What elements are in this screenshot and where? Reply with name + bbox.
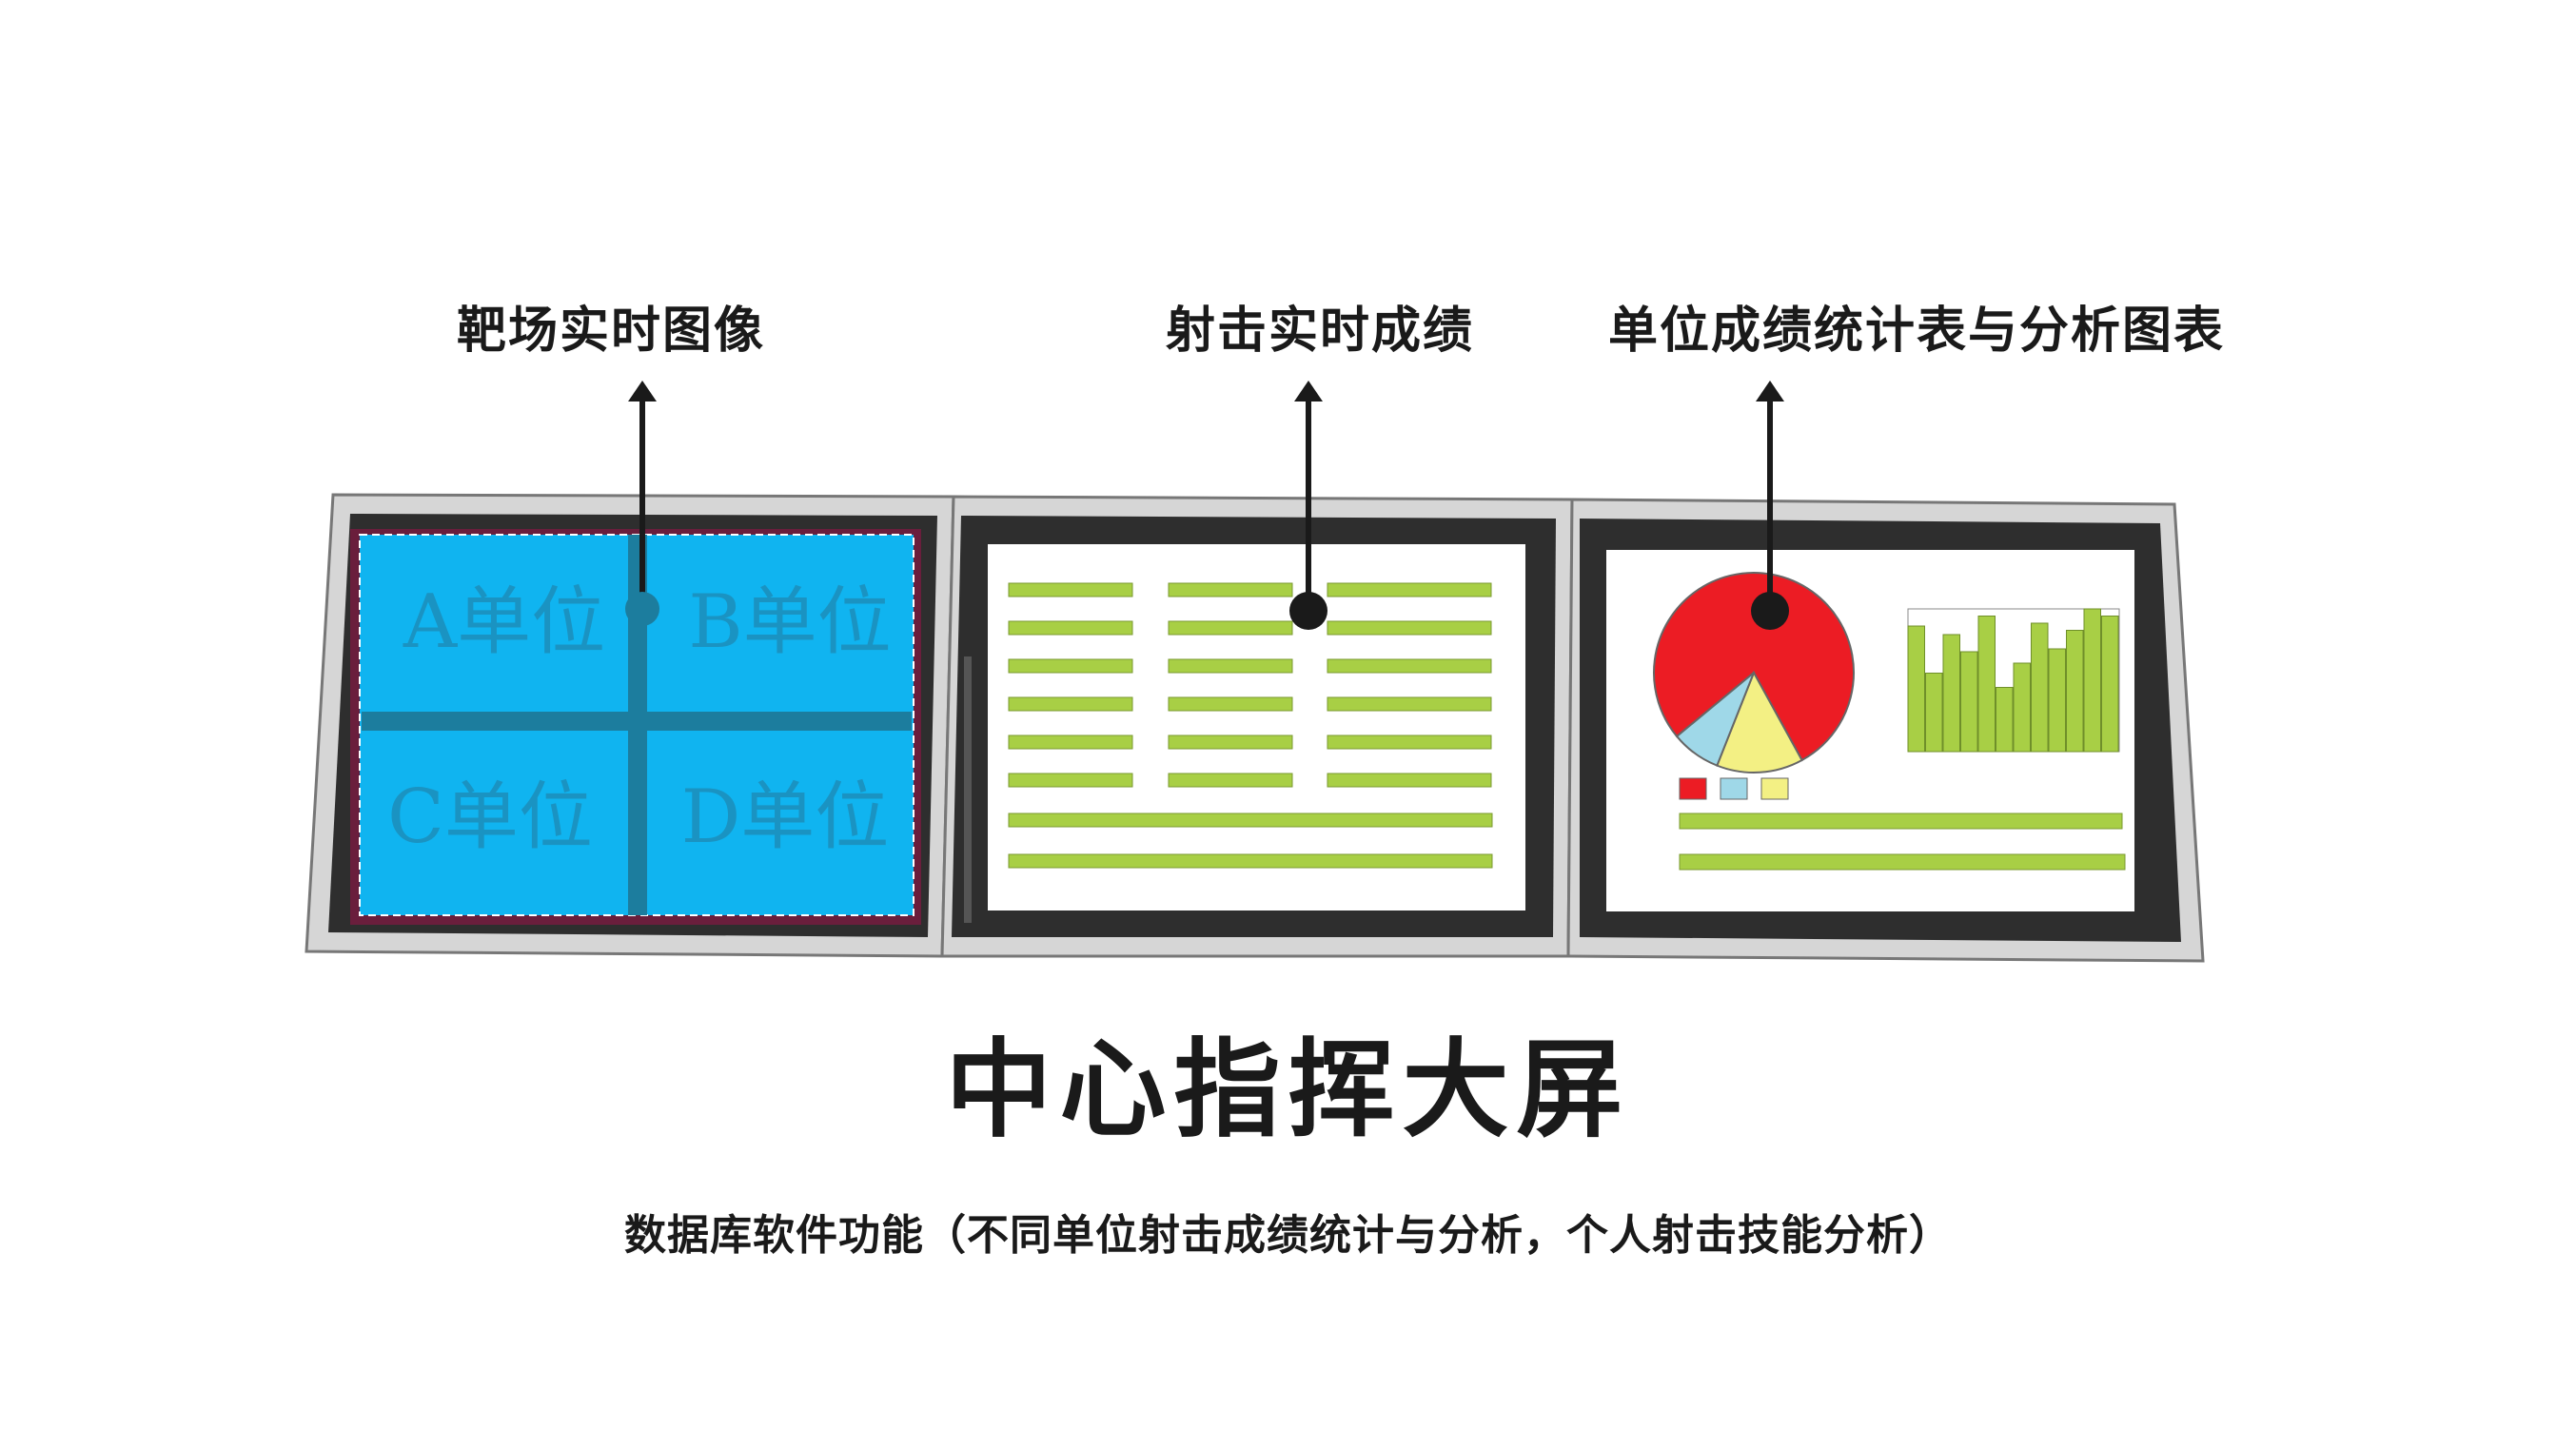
bar-8 <box>2031 622 2049 753</box>
score-rows <box>1008 582 1493 869</box>
unit-a-label: A单位 <box>403 579 605 665</box>
score-row-bar <box>1008 658 1133 674</box>
bar-5 <box>1977 616 1996 753</box>
legend-swatch-blue <box>1720 777 1748 800</box>
bar-11 <box>2083 608 2101 753</box>
score-row-bar <box>1168 620 1293 636</box>
pie-slice <box>1675 672 1755 767</box>
score-row-bar <box>1327 620 1492 636</box>
bar-7 <box>2013 662 2031 753</box>
score-row-bar <box>1327 734 1492 750</box>
score-row-bar <box>1168 582 1293 597</box>
pie-chart <box>1653 572 1855 773</box>
callout-live-scores: 射击实时成绩 <box>1166 303 1475 360</box>
score-row-bar <box>1008 620 1133 636</box>
score-row-bar <box>1168 696 1293 712</box>
left-callout-arrow <box>625 381 659 626</box>
legend-swatch-red <box>1679 777 1707 800</box>
callout-range-live-image: 靶场实时图像 <box>457 303 766 360</box>
bar-12 <box>2101 616 2119 753</box>
bar-3 <box>1942 634 1960 753</box>
bar-4 <box>1960 651 1978 753</box>
bar-6 <box>1996 687 2014 753</box>
score-row-bar <box>1168 658 1293 674</box>
score-row-bar <box>1008 696 1133 712</box>
score-row-bar <box>1008 773 1133 788</box>
unit-d-label: D单位 <box>681 774 890 860</box>
score-row-bar <box>1008 813 1493 828</box>
bar-9 <box>2048 648 2066 753</box>
score-row-bar <box>1327 582 1492 597</box>
score-row-bar <box>1327 658 1492 674</box>
page-title: 中心指挥大屏 <box>945 1028 1631 1152</box>
callout-unit-statistics: 单位成绩统计表与分析图表 <box>1608 303 2226 360</box>
score-row-bar <box>1168 734 1293 750</box>
pie-slice <box>1716 670 1803 773</box>
bar-2 <box>1925 673 1943 753</box>
score-row-bar <box>1008 853 1493 869</box>
score-row-bar <box>1008 582 1133 597</box>
middle-callout-arrow <box>1289 381 1327 630</box>
middle-cable <box>964 656 972 923</box>
stats-summary-line-1 <box>1679 813 2123 830</box>
score-row-bar <box>1327 696 1492 712</box>
bar-10 <box>2066 630 2084 753</box>
score-row-bar <box>1008 734 1133 750</box>
score-row-bar <box>1327 773 1492 788</box>
score-row-bar <box>1168 773 1293 788</box>
stats-summary-line-2 <box>1679 853 2126 871</box>
page-subtitle: 数据库软件功能（不同单位射击成绩统计与分析，个人射击技能分析） <box>624 1211 1952 1260</box>
unit-b-label: B单位 <box>688 579 891 665</box>
bar-1 <box>1907 625 1925 753</box>
unit-c-label: C单位 <box>387 774 593 860</box>
bar-chart <box>1907 608 2120 753</box>
camera-divider-vertical <box>628 535 647 915</box>
legend-swatch-yellow <box>1760 777 1789 800</box>
scores-panel <box>988 544 1525 911</box>
right-callout-arrow <box>1751 381 1789 630</box>
